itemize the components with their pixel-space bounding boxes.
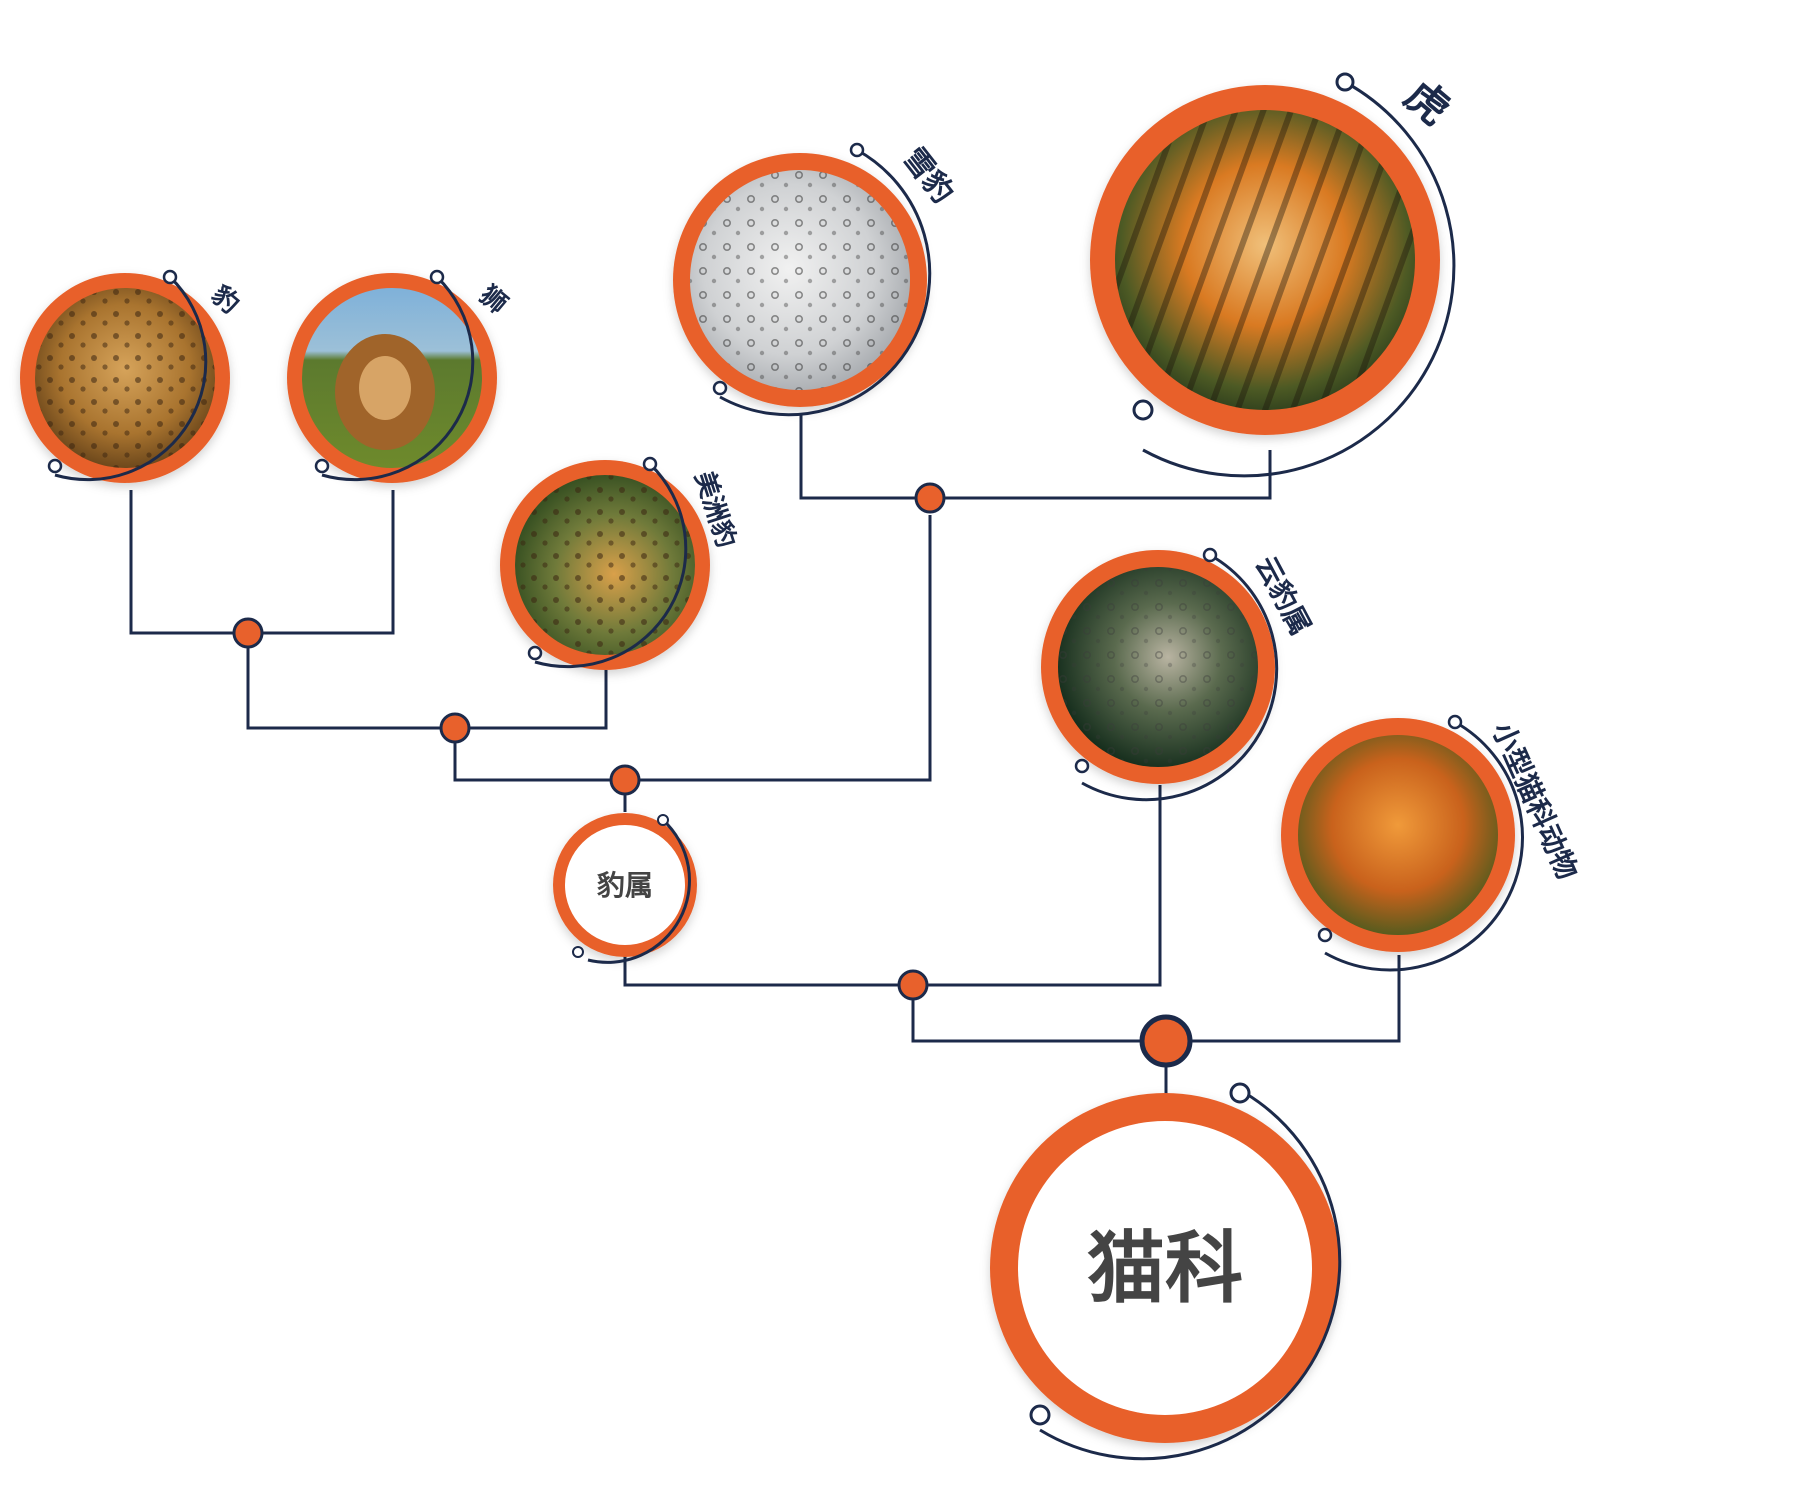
junction-dot-clouded [897, 969, 929, 1001]
node-snow-leopard: 雪豹 [673, 141, 961, 417]
junction-dot-root [1139, 1014, 1193, 1068]
node-label-leopard: 豹 [205, 279, 246, 320]
node-tiger: 虎 [1090, 70, 1460, 478]
genus-label: 豹属 [596, 869, 653, 902]
junction-dot-snow-tiger [914, 482, 946, 514]
node-lion: 狮 [287, 269, 513, 483]
node-small-cats: 小型猫科动物 [1281, 714, 1584, 972]
node-label-snow-leopard: 雪豹 [896, 141, 961, 210]
node-clouded-leopard: 云豹属 [1041, 547, 1317, 802]
node-genus: 豹属 [553, 813, 697, 964]
junction-dot-leopard-lion [232, 617, 264, 649]
node-jaguar: 美洲豹 [500, 456, 742, 670]
node-root: 猫科 [990, 1082, 1342, 1461]
junction-dot-genus [609, 764, 641, 796]
junction-dot-jaguar [439, 712, 471, 744]
node-label-tiger: 虎 [1396, 70, 1460, 135]
junction-dots [232, 482, 1193, 1068]
node-label-lion: 狮 [474, 280, 513, 320]
node-leopard: 豹 [20, 269, 246, 483]
root-label: 猫科 [1087, 1224, 1243, 1314]
